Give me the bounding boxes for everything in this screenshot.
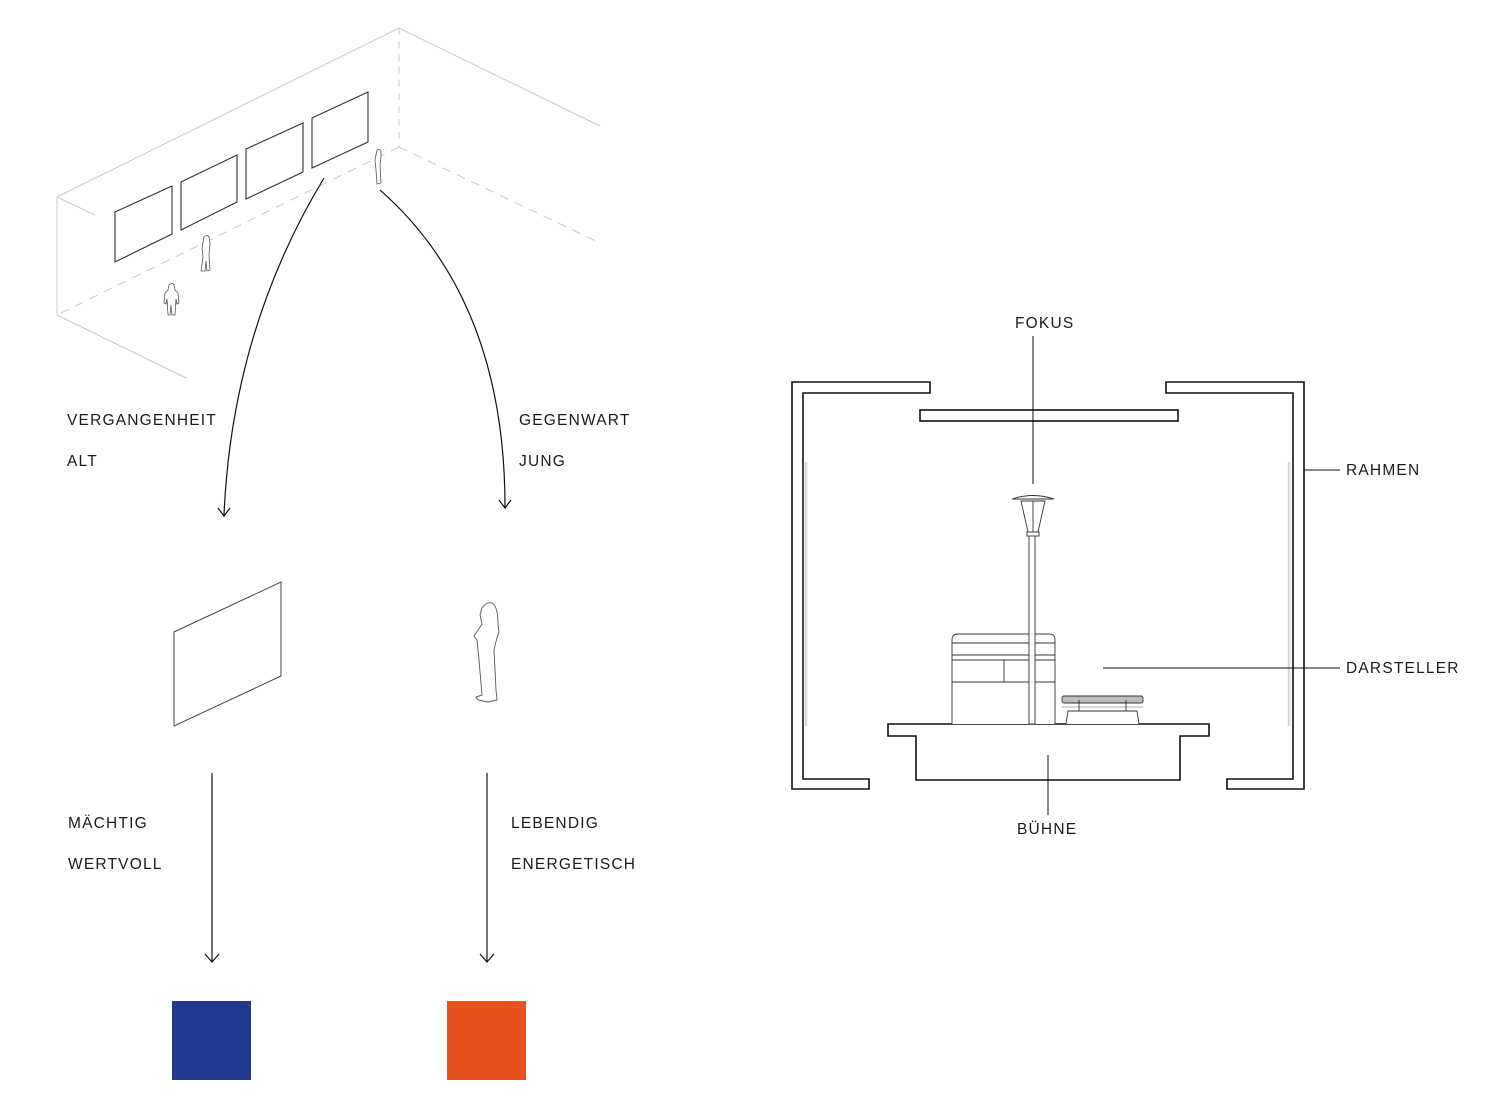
frame-left-bracket xyxy=(791,381,931,790)
visitor-figure xyxy=(374,148,382,185)
painting-3 xyxy=(245,122,304,200)
person-icon xyxy=(473,602,500,703)
label-stage: BÜHNE xyxy=(1017,821,1078,838)
label-energetic: ENERGETISCH xyxy=(511,856,637,873)
bench xyxy=(1061,695,1144,704)
label-past: VERGANGENHEIT xyxy=(67,412,217,429)
color-swatch-orange xyxy=(447,1001,526,1080)
frame-right-bracket xyxy=(1165,381,1305,790)
label-lively: LEBENDIG xyxy=(511,815,599,832)
label-old: ALT xyxy=(67,453,98,470)
label-frame: RAHMEN xyxy=(1346,462,1421,479)
visitor-figures xyxy=(163,148,382,316)
label-powerful: MÄCHTIG xyxy=(68,815,148,832)
arrowhead-icon xyxy=(204,953,220,963)
arrowhead-icon xyxy=(498,499,512,509)
painting-4 xyxy=(311,91,369,169)
straight-arrows xyxy=(204,773,495,963)
arrowhead-icon xyxy=(479,953,495,963)
arrow-present-curve xyxy=(379,189,506,508)
label-present: GEGENWART xyxy=(519,412,631,429)
cabinet xyxy=(951,633,1056,724)
stage-frame xyxy=(791,381,1305,790)
arrow-past-curve xyxy=(223,177,325,516)
stage-platform xyxy=(887,723,1210,781)
visitor-figure xyxy=(163,283,180,316)
ceiling-bar xyxy=(919,409,1179,422)
gallery-paintings xyxy=(114,91,369,263)
painting-2 xyxy=(180,154,238,231)
arrowhead-icon xyxy=(217,507,231,517)
label-young: JUNG xyxy=(519,453,566,470)
painting-icon xyxy=(173,581,282,727)
lamp-pole xyxy=(1028,534,1036,725)
label-focus: FOKUS xyxy=(1015,315,1075,332)
performer-props xyxy=(951,495,1144,725)
lamp-shade xyxy=(1011,495,1055,500)
curved-arrows xyxy=(217,177,512,517)
frame-side-lights xyxy=(804,462,1291,726)
painting-1 xyxy=(114,185,173,263)
label-performer: DARSTELLER xyxy=(1346,660,1460,677)
color-swatch-blue xyxy=(172,1001,251,1080)
leader-lines xyxy=(1032,336,1340,815)
visitor-figure xyxy=(200,235,211,272)
label-valuable: WERTVOLL xyxy=(68,856,163,873)
gallery-room xyxy=(56,27,601,379)
